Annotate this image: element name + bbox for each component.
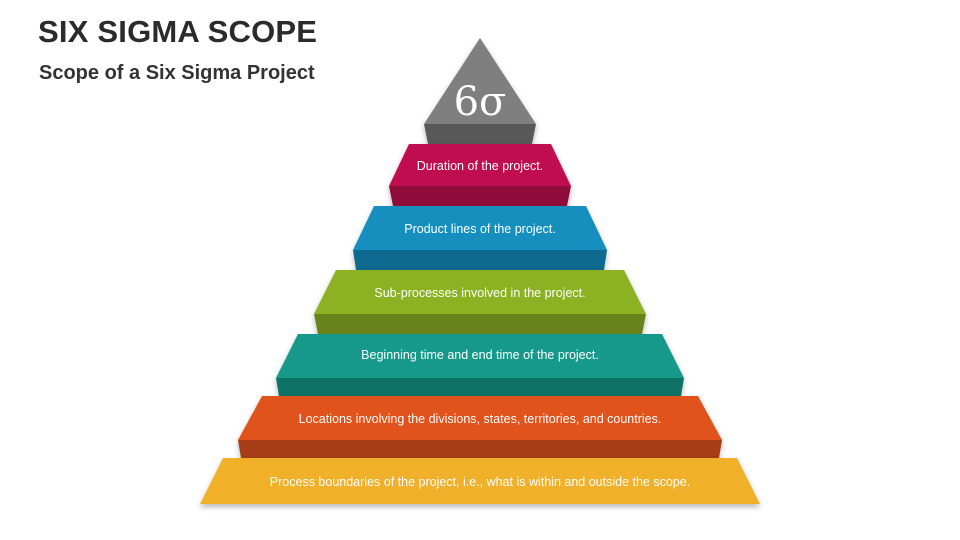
tier-2-side (353, 250, 607, 270)
tier-4-label: Beginning time and end time of the proje… (361, 348, 599, 362)
pyramid-tier-1: Duration of the project. (389, 144, 571, 206)
pyramid-tier-4: Beginning time and end time of the proje… (276, 334, 684, 396)
tier-2-face (353, 206, 607, 250)
apex-face (424, 38, 536, 124)
tier-1-side (389, 186, 571, 206)
apex-side (424, 124, 536, 144)
pyramid-tier-5: Locations involving the divisions, state… (238, 396, 722, 458)
tier-1-face (389, 144, 571, 186)
tier-5-label: Locations involving the divisions, state… (299, 412, 662, 426)
tier-6-label: Process boundaries of the project, i.e.,… (270, 475, 690, 489)
tier-4-side (276, 378, 684, 396)
tier-4-face (276, 334, 684, 378)
tier-3-side (314, 314, 646, 334)
tier-3-label: Sub-processes involved in the project. (374, 286, 585, 300)
six-sigma-symbol: 6σ (454, 79, 507, 125)
pyramid-apex: 6σ (424, 38, 536, 144)
tier-5-face (238, 396, 722, 440)
slide-subtitle: Scope of a Six Sigma Project (39, 62, 315, 84)
slide-title: SIX SIGMA SCOPE (38, 14, 318, 49)
pyramid-tier-2: Product lines of the project. (353, 206, 607, 270)
tier-5-side (238, 440, 722, 458)
pyramid-tier-6: Process boundaries of the project, i.e.,… (200, 458, 760, 504)
tier-3-face (314, 270, 646, 314)
tier-6-face (200, 458, 760, 504)
pyramid-tier-3: Sub-processes involved in the project. (314, 270, 646, 334)
tier-2-label: Product lines of the project. (404, 222, 555, 236)
tier-1-label: Duration of the project. (417, 159, 543, 173)
